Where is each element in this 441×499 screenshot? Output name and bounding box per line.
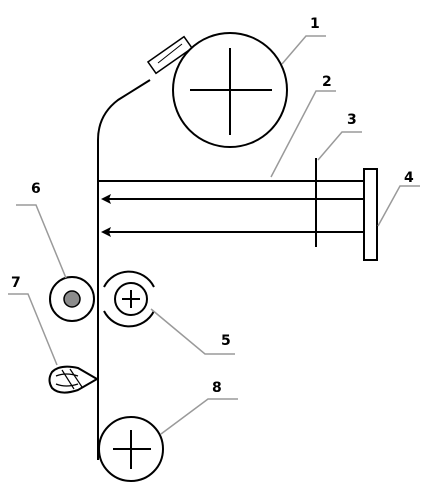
applicator-element — [146, 35, 194, 75]
nozzle-7 — [48, 365, 99, 394]
horizontal-guides — [98, 180, 365, 233]
end-frame-4 — [363, 168, 378, 261]
feed-roll-1 — [172, 32, 288, 148]
leader-lines — [8, 35, 420, 435]
roll-6 — [49, 276, 95, 322]
label-4: 4 — [404, 170, 414, 186]
label-2: 2 — [322, 74, 332, 90]
label-5: 5 — [221, 333, 231, 349]
arrow-tips — [101, 194, 111, 237]
label-1: 1 — [310, 16, 320, 32]
label-6: 6 — [31, 181, 41, 197]
material-path — [97, 79, 151, 460]
label-7: 7 — [11, 275, 21, 291]
label-8: 8 — [212, 380, 222, 396]
takeup-roll-8 — [98, 416, 164, 482]
label-3: 3 — [347, 112, 357, 128]
roll-5 — [103, 270, 155, 328]
